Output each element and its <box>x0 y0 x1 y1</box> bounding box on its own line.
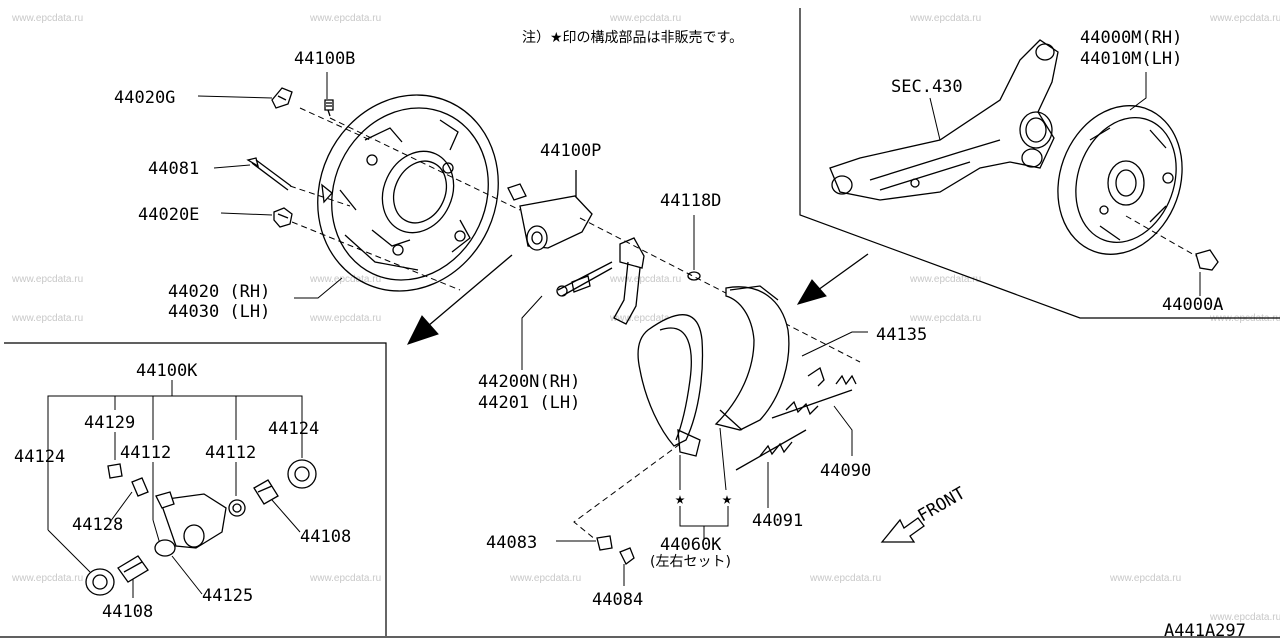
label-44100B: 44100B <box>294 49 355 69</box>
watermark: www.epcdata.ru <box>1209 13 1280 24</box>
direction-arrow-left <box>407 254 513 345</box>
leader-sec430 <box>929 97 941 141</box>
brake-drum-assembly <box>1057 105 1183 255</box>
watermark: www.epcdata.ru <box>609 313 681 324</box>
spring-44091 <box>735 429 807 471</box>
label-44000A: 44000A <box>1162 295 1223 315</box>
watermark: www.epcdata.ru <box>309 573 381 584</box>
label-44128: 44128 <box>72 515 123 535</box>
watermark: www.epcdata.ru <box>11 274 83 285</box>
watermark: www.epcdata.ru <box>609 13 681 24</box>
spring-44112 <box>228 499 246 517</box>
label-44020RH: 44020 (RH) <box>168 282 270 302</box>
watermark: www.epcdata.ru <box>809 573 881 584</box>
label-44083: 44083 <box>486 533 537 553</box>
label-44129: 44129 <box>84 413 135 433</box>
label-44060K-sub: (左右セット) <box>650 554 731 570</box>
inset-frame-right <box>799 8 1280 319</box>
watermark: www.epcdata.ru <box>1209 612 1280 623</box>
parking-brake-lever-44200N <box>556 237 645 325</box>
watermark: www.epcdata.ru <box>909 13 981 24</box>
bleeder-screw-44100B <box>324 99 334 117</box>
label-44125: 44125 <box>202 586 253 606</box>
washer-44118D <box>687 215 701 281</box>
watermark: www.epcdata.ru <box>309 274 381 285</box>
kit-bracket-lines <box>47 380 303 598</box>
label-44112-a: 44112 <box>120 443 171 463</box>
label-44108-right: 44108 <box>300 527 351 547</box>
note-text: 注）★印の構成部品は非販売です。 <box>522 30 743 46</box>
label-44135: 44135 <box>876 325 927 345</box>
wheel-cylinder-44100P <box>507 170 593 251</box>
backing-plate <box>317 94 499 292</box>
wheel-cylinder-body <box>155 491 227 549</box>
dust-cover-44124-right <box>287 459 317 489</box>
spring-44090 <box>771 389 853 419</box>
bolt-44020E <box>273 207 293 228</box>
label-44124-right: 44124 <box>268 419 319 439</box>
watermark: www.epcdata.ru <box>11 313 83 324</box>
label-44100K: 44100K <box>136 361 198 381</box>
label-44084: 44084 <box>592 590 643 610</box>
pin-44083 <box>596 535 613 551</box>
watermark: www.epcdata.ru <box>909 313 981 324</box>
inset-frame-left <box>4 342 387 636</box>
part-labels: 44100B 44020G 44081 44020E 44020 (RH) 44… <box>14 28 1246 640</box>
piston-cup-44125 <box>154 539 176 557</box>
watermark: www.epcdata.ru <box>11 13 83 24</box>
star-mark: ★ <box>722 489 732 509</box>
label-44200N: 44200N(RH) <box>478 372 580 392</box>
label-44124-left: 44124 <box>14 447 65 467</box>
clip-44020G <box>271 87 293 109</box>
watermark: www.epcdata.ru <box>1109 573 1181 584</box>
piston-44108-right <box>253 479 279 505</box>
direction-arrow-right <box>796 253 869 305</box>
star-mark: ★ <box>675 489 685 509</box>
watermark: www.epcdata.ru <box>309 13 381 24</box>
brake-shoe-front <box>637 314 704 457</box>
assembly-line <box>579 217 861 363</box>
label-44030LH: 44030 (LH) <box>168 302 270 322</box>
watermark: www.epcdata.ru <box>609 274 681 285</box>
cap-44129 <box>107 463 123 479</box>
watermark: www.epcdata.ru <box>11 573 83 584</box>
label-44201: 44201 (LH) <box>478 393 580 413</box>
watermark: www.epcdata.ru <box>509 573 581 584</box>
label-44000M: 44000M(RH) <box>1080 28 1182 48</box>
clip-44084 <box>619 547 635 565</box>
label-44108-bottom: 44108 <box>102 602 153 622</box>
piston-44108-bottom <box>117 555 149 583</box>
leader-lines-left <box>197 72 521 299</box>
label-44090: 44090 <box>820 461 871 481</box>
leader-lines-middle <box>521 295 868 586</box>
label-44060K: 44060K <box>660 535 722 555</box>
brake-shoe-rear <box>714 285 790 431</box>
label-44081: 44081 <box>148 159 199 179</box>
label-sec430: SEC.430 <box>891 77 963 97</box>
label-44112-b: 44112 <box>205 443 256 463</box>
dust-cover-44124-left <box>85 568 115 596</box>
spring-44135 <box>807 366 857 387</box>
bolt-44000A <box>1125 215 1219 271</box>
watermark: www.epcdata.ru <box>909 274 981 285</box>
diagram-code: A441A297 <box>1164 621 1246 640</box>
label-44100P: 44100P <box>540 141 601 161</box>
watermark: www.epcdata.ru <box>309 313 381 324</box>
pin-44081 <box>246 157 292 191</box>
leader-44000M <box>1129 72 1147 111</box>
front-direction-indicator: FRONT <box>880 483 969 543</box>
knuckle-assembly <box>829 39 1059 201</box>
label-44010M: 44010M(LH) <box>1080 49 1182 69</box>
bleeder-screw-44128 <box>131 477 149 497</box>
front-label: FRONT <box>915 483 969 526</box>
label-44020G: 44020G <box>114 88 175 108</box>
label-44020E: 44020E <box>138 205 199 225</box>
label-44118D: 44118D <box>660 191 721 211</box>
label-44091: 44091 <box>752 511 803 531</box>
